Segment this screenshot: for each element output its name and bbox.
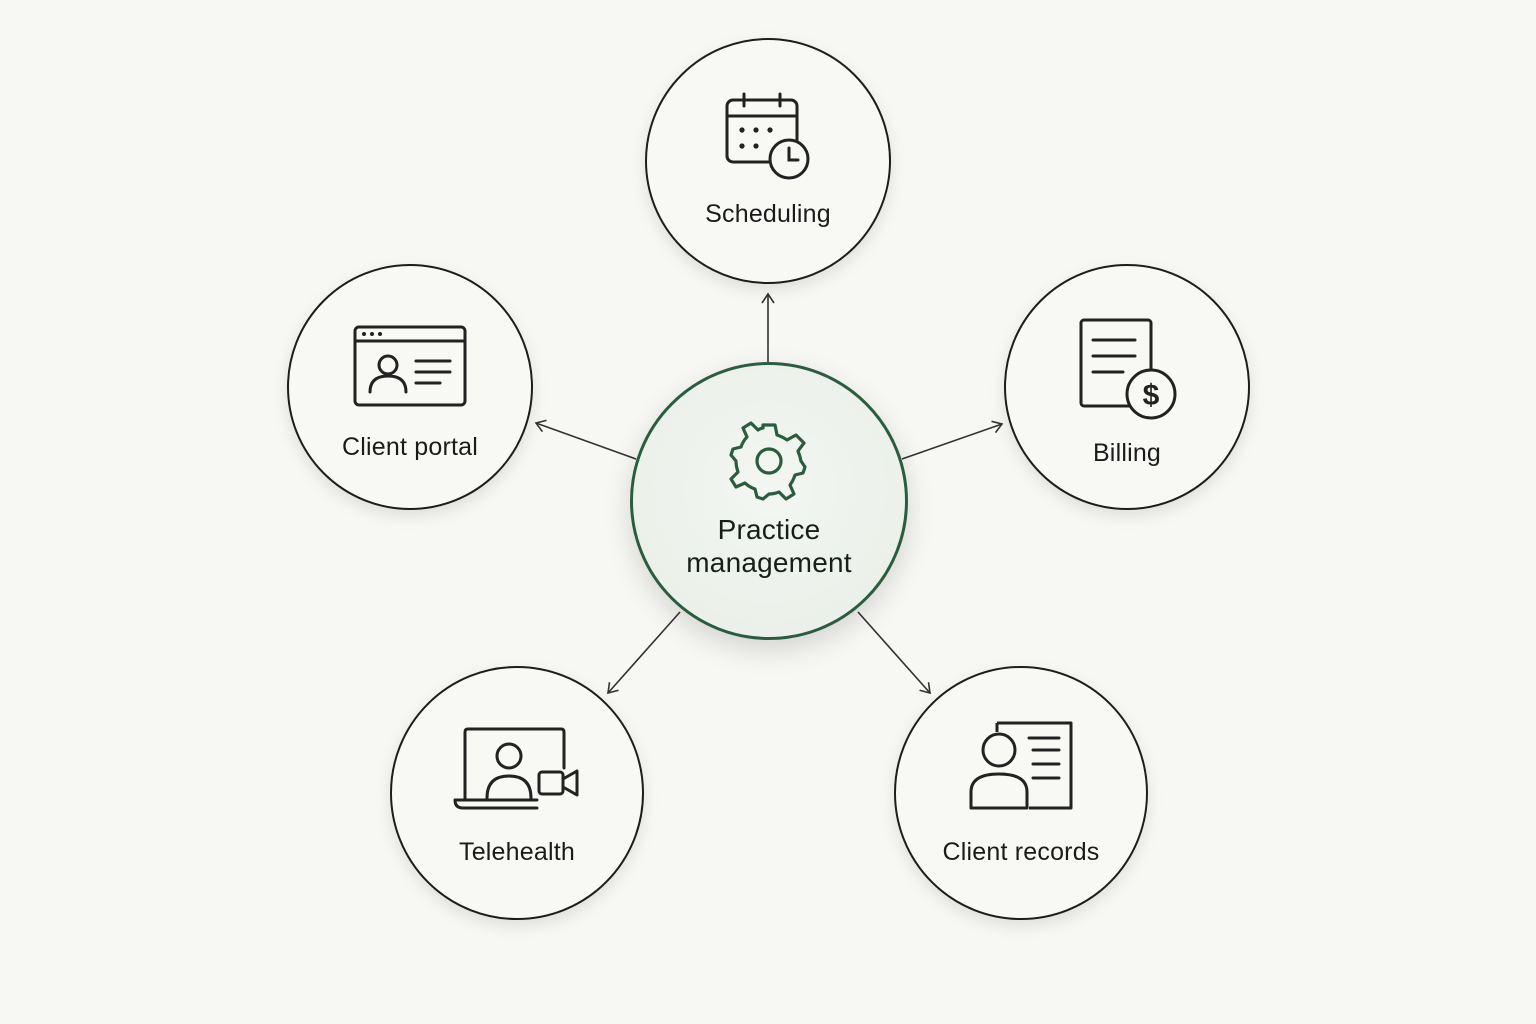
- hub-label-line2: management: [686, 547, 852, 578]
- arrow-to-billing: [901, 420, 1004, 460]
- browser-profile-icon: [352, 324, 468, 410]
- scheduling-node[interactable]: Scheduling: [645, 38, 891, 284]
- scheduling-label: Scheduling: [705, 200, 831, 228]
- arrow-to-client-records: [857, 611, 931, 695]
- id-card-icon: [967, 720, 1075, 812]
- laptop-video-icon: [453, 726, 581, 812]
- hub-label-line1: Practice: [717, 514, 821, 545]
- client-records-label: Client records: [942, 838, 1100, 866]
- practice-management-hub[interactable]: Practice management: [630, 362, 908, 640]
- practice-management-label: Practice management: [633, 513, 905, 579]
- telehealth-node[interactable]: Telehealth: [390, 666, 644, 920]
- arrow-to-client-portal: [534, 419, 637, 460]
- client-portal-node[interactable]: Client portal: [287, 264, 533, 510]
- client-portal-label: Client portal: [342, 433, 478, 461]
- svg-text:$: $: [1143, 379, 1160, 412]
- client-records-node[interactable]: Client records: [894, 666, 1148, 920]
- invoice-dollar-icon: $: [1075, 318, 1179, 422]
- billing-label: Billing: [1092, 439, 1162, 467]
- telehealth-label: Telehealth: [459, 838, 575, 866]
- calendar-clock-icon: [720, 92, 816, 182]
- gear-icon: [727, 419, 811, 503]
- arrow-to-telehealth: [607, 611, 681, 695]
- billing-node[interactable]: $ Billing: [1004, 264, 1250, 510]
